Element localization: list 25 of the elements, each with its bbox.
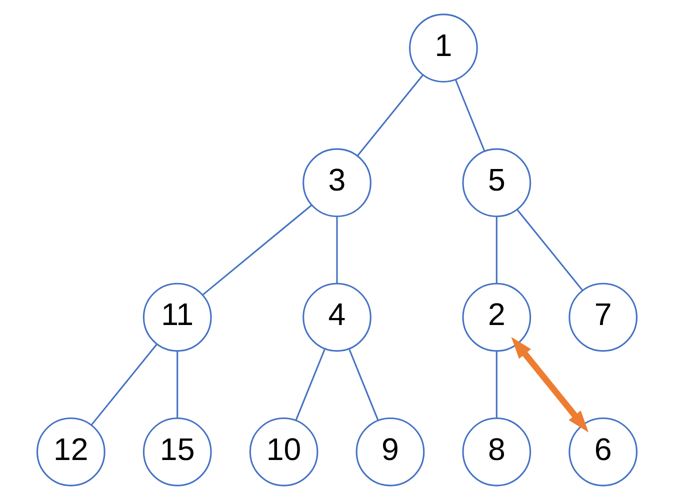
connector <box>516 209 583 291</box>
node-circle: 4 <box>302 282 371 352</box>
node-circle: 10 <box>248 417 318 486</box>
connector <box>202 204 312 296</box>
node-circle: 7 <box>568 282 638 352</box>
connector <box>294 349 325 421</box>
node-circle: 2 <box>462 282 531 352</box>
connector <box>454 80 485 152</box>
connector <box>495 216 497 284</box>
node-circle: 8 <box>462 417 531 486</box>
connector <box>336 216 338 284</box>
node-circle: 11 <box>142 282 212 352</box>
connector <box>356 74 424 156</box>
node-circle: 6 <box>568 417 638 486</box>
node-circle: 5 <box>462 148 531 218</box>
connector <box>90 344 157 426</box>
connector <box>495 351 497 418</box>
arrow <box>510 336 588 432</box>
node-circle: 15 <box>142 417 212 486</box>
node-circle: 3 <box>302 148 371 218</box>
node-circle: 1 <box>408 14 478 83</box>
node-circle: 12 <box>36 417 105 486</box>
connector <box>176 351 178 418</box>
connector <box>348 349 378 421</box>
node-circle: 9 <box>355 417 424 486</box>
